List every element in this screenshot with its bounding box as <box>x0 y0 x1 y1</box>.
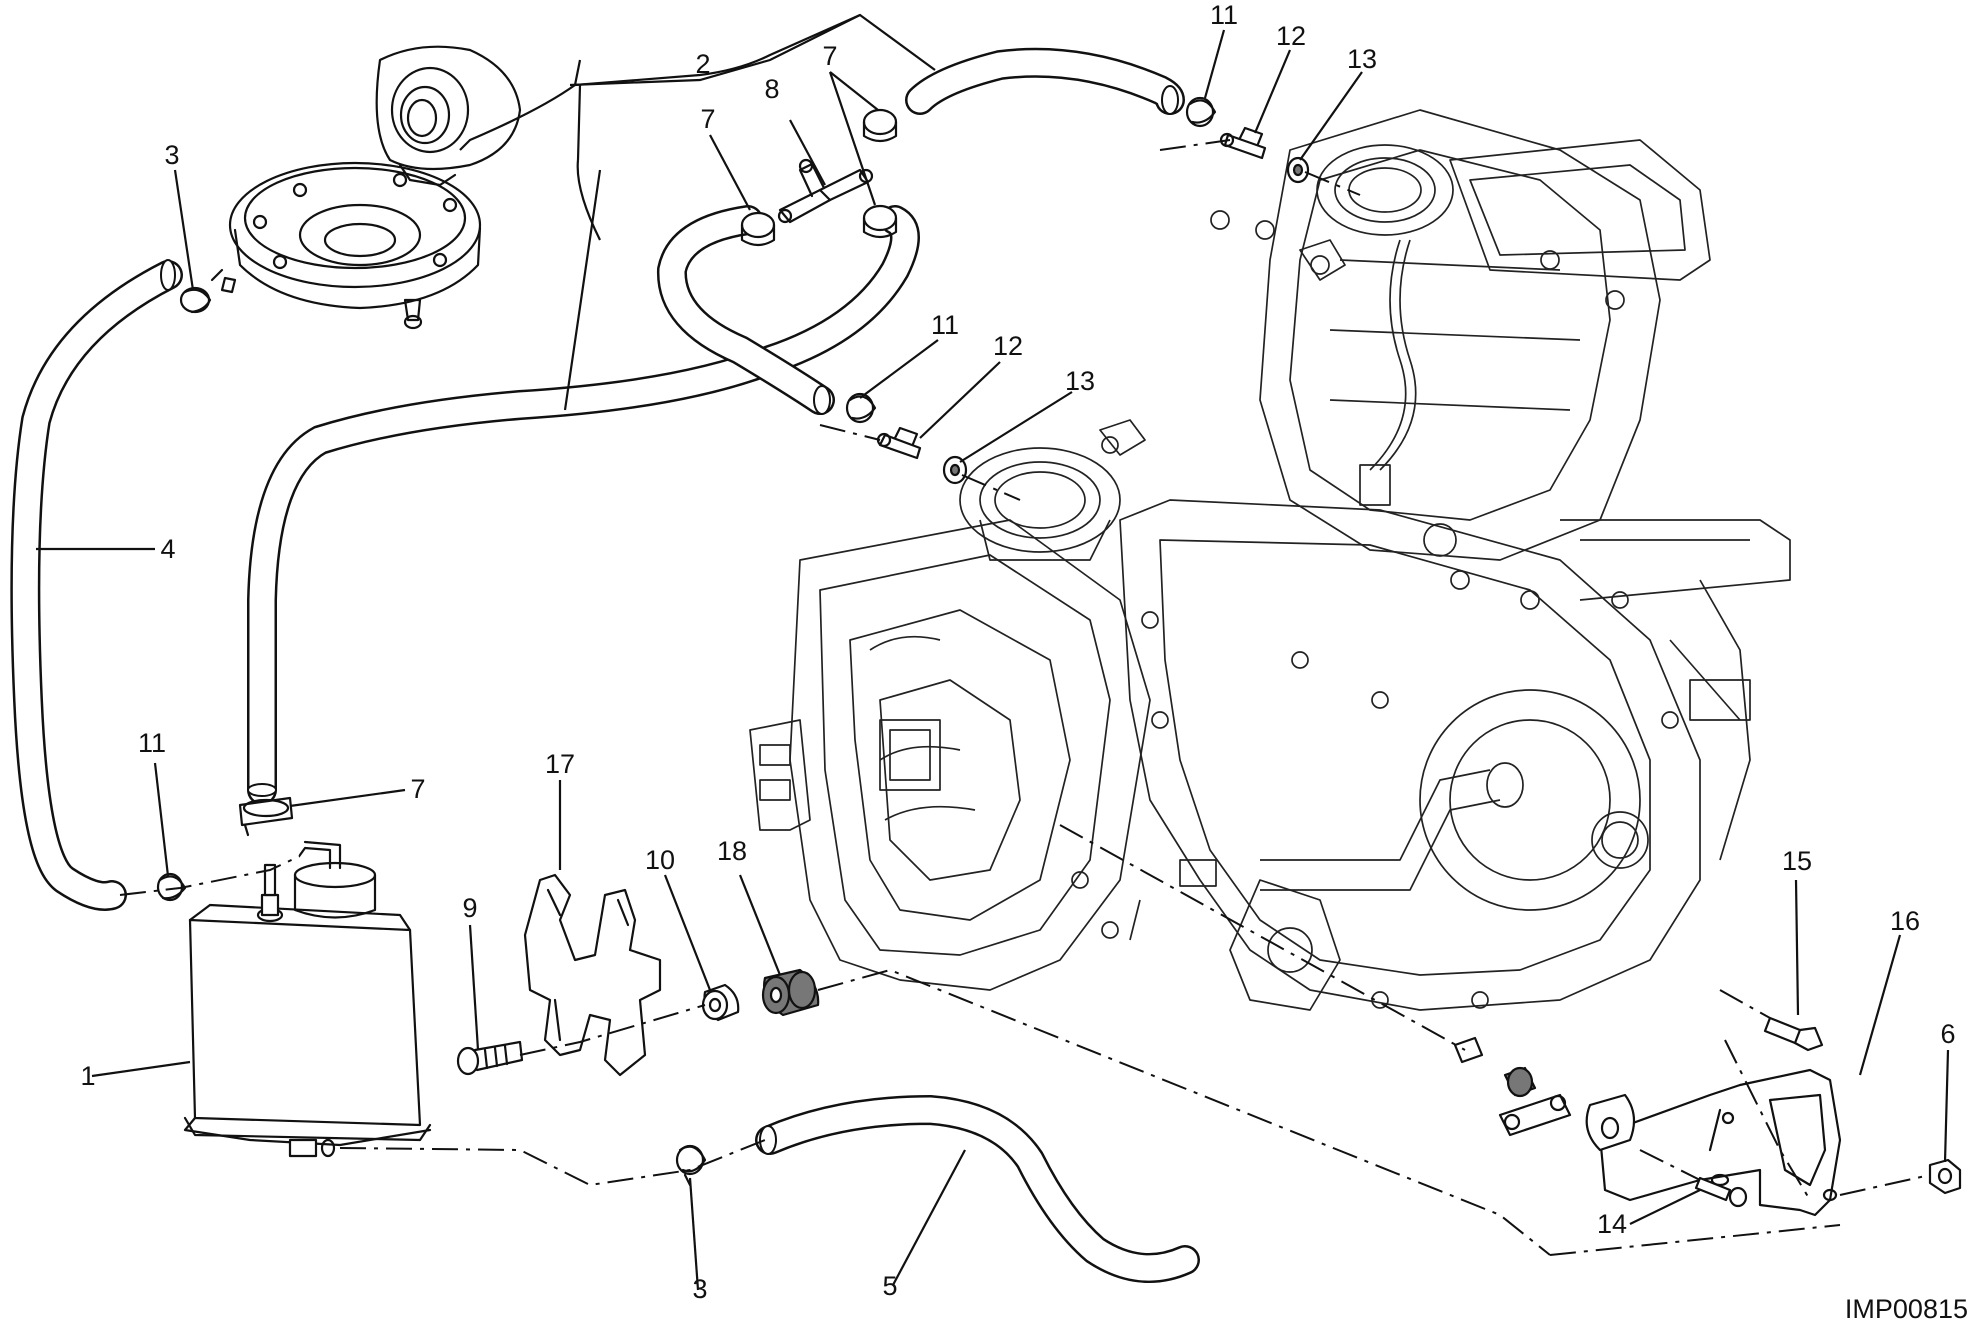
nipple-fitting-top <box>1219 126 1267 160</box>
callout-8: 8 <box>764 74 779 104</box>
callout-18: 18 <box>717 836 747 866</box>
screw-14 <box>1694 1176 1748 1208</box>
callout-14: 14 <box>1597 1209 1627 1239</box>
hose-4 <box>10 259 183 911</box>
callout-4: 4 <box>160 534 175 564</box>
engine-stud <box>1453 1036 1537 1098</box>
washer-top <box>1286 156 1310 184</box>
assembly-lines <box>119 139 1931 1256</box>
screw-15 <box>1763 1016 1824 1052</box>
rubber-mount <box>1585 1093 1636 1152</box>
fuel-filler-cap-assembly <box>220 45 522 330</box>
callout-1: 1 <box>80 1061 95 1091</box>
callout-10: 10 <box>645 845 675 875</box>
hose-5 <box>755 1094 1200 1283</box>
t-fitting <box>777 158 874 224</box>
callout-17: 17 <box>545 749 575 779</box>
callout-5: 5 <box>882 1271 897 1301</box>
callout-12-top: 12 <box>1276 21 1306 51</box>
callout-11-left: 11 <box>138 728 166 758</box>
mounting-bracket-16 <box>1598 1068 1842 1217</box>
screw-9 <box>456 1040 524 1076</box>
callout-2: 2 <box>695 49 710 79</box>
clip-7-right <box>862 204 898 239</box>
callout-3-top: 3 <box>164 140 179 170</box>
callout-15: 15 <box>1782 846 1812 876</box>
callout-16: 16 <box>1890 906 1920 936</box>
evap-canister <box>183 840 432 1158</box>
callout-6: 6 <box>1940 1019 1955 1049</box>
callout-7-b: 7 <box>822 41 837 71</box>
clip-3-top <box>179 268 224 314</box>
canister-bracket <box>523 873 662 1077</box>
hose-2-top <box>905 47 1185 115</box>
clip-3-bottom <box>675 1144 707 1187</box>
callout-13-middle: 13 <box>1065 366 1095 396</box>
nipple-fitting-middle <box>876 426 922 460</box>
grommet-18 <box>761 968 820 1017</box>
callout-labels: 1 2 3 3 4 5 6 7 7 7 8 9 10 11 11 11 12 1… <box>80 0 1955 1304</box>
drawing-reference-code: IMP00815 <box>1845 1294 1968 1324</box>
bracket-plate <box>1498 1093 1572 1137</box>
leader-lines <box>36 13 1950 1291</box>
clip-7-canister <box>238 796 294 837</box>
washer-middle <box>942 455 968 485</box>
hose-2-long <box>247 205 920 805</box>
callout-13-top: 13 <box>1347 44 1377 74</box>
callout-7-c: 7 <box>410 774 425 804</box>
hose-2-short <box>657 205 835 415</box>
clip-11-middle <box>845 392 877 424</box>
clip-7-left <box>740 211 776 247</box>
callout-7-a: 7 <box>700 104 715 134</box>
callout-11-middle: 11 <box>931 310 959 340</box>
clip-7-top <box>862 108 898 143</box>
clip-11-top <box>1185 96 1217 128</box>
callout-11-top: 11 <box>1210 0 1238 30</box>
callout-12-middle: 12 <box>993 331 1023 361</box>
callout-9: 9 <box>462 893 477 923</box>
callout-3-bottom: 3 <box>692 1274 707 1304</box>
nut-6 <box>1928 1158 1962 1195</box>
spacer-10 <box>701 983 740 1022</box>
engine-assembly <box>749 109 1791 1011</box>
